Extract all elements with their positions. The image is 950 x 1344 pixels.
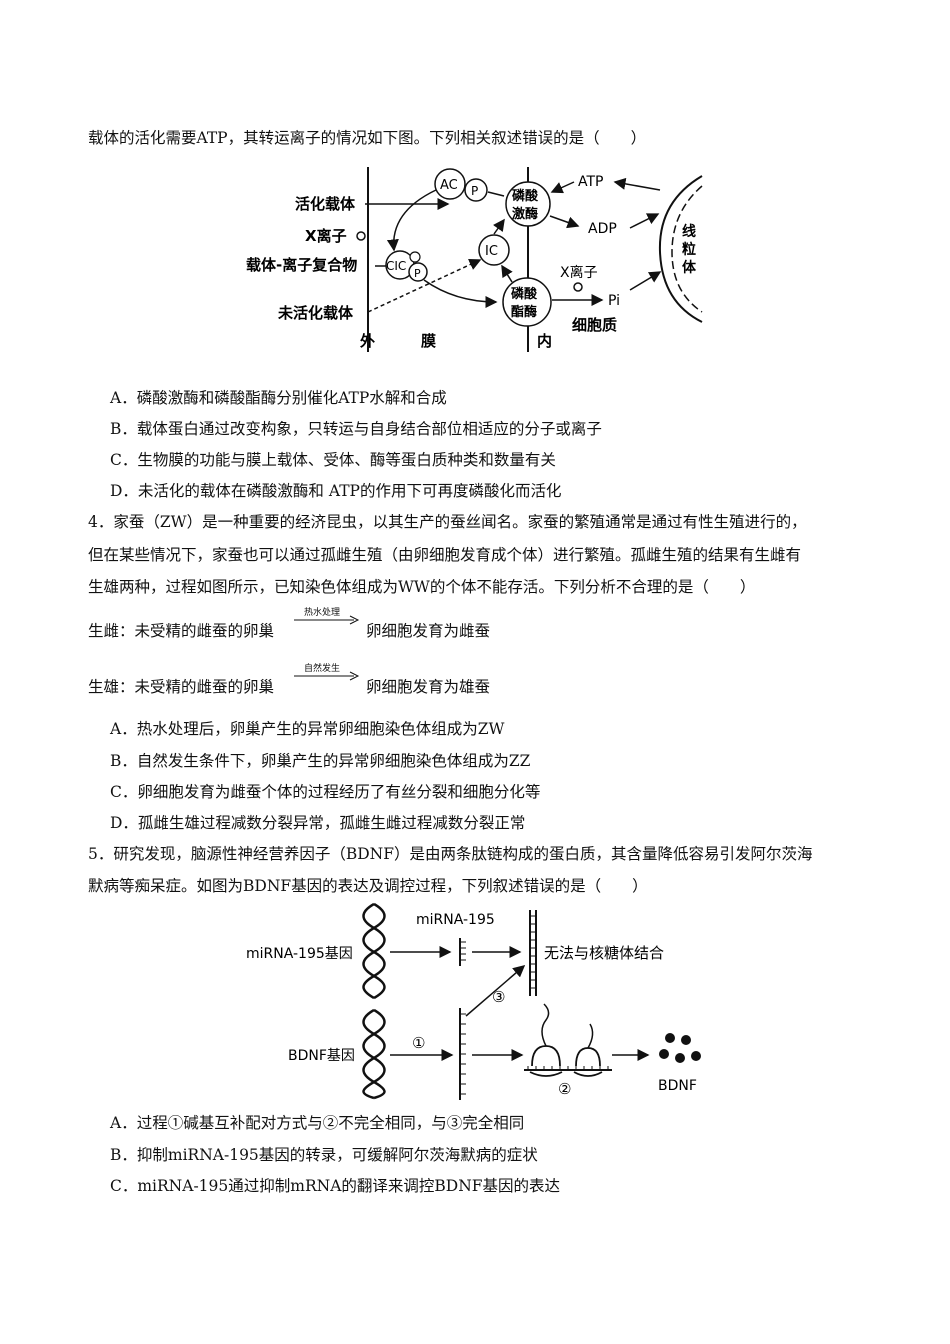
mitochondria-label-1: 线 <box>682 223 696 240</box>
phosphatase-label-2: 酯酶 <box>511 304 537 320</box>
carrier-transport-diagram: 活化载体 X离子 载体-离子复合物 未活化载体 AC P CIC P IC 磷酸… <box>246 167 703 352</box>
ac-label: AC <box>440 178 458 193</box>
mirna-gene-dna <box>362 902 386 1000</box>
atp-label: ATP <box>578 174 603 190</box>
pi-label: Pi <box>608 293 620 309</box>
q4-option-d: D．孤雌生雄过程减数分裂异常，孤雌生雌过程减数分裂正常 <box>110 814 526 832</box>
q3-option-c: C．生物膜的功能与膜上载体、受体、酶等蛋白质种类和数量有关 <box>110 451 556 469</box>
mirna-gene-label: miRNA-195基因 <box>246 945 353 962</box>
mirna-label: miRNA-195 <box>416 912 495 928</box>
mitochondria-label-3: 体 <box>682 259 697 276</box>
outside-label: 外 <box>359 332 375 350</box>
step-3-label: ③ <box>492 988 505 1006</box>
inactive-carrier-label: 未活化载体 <box>277 304 354 322</box>
membrane-label: 膜 <box>421 332 436 350</box>
p-label-cic: P <box>414 267 421 280</box>
inside-label: 内 <box>537 332 552 350</box>
q4-male-process-source: 生雄：未受精的雌蚕的卵巢 <box>88 678 275 696</box>
bdnf-expression-diagram: miRNA-195基因 miRNA-195 无法与核糖体结合 ③ BDNF基因 … <box>246 902 701 1100</box>
question-3-stem: 载体的活化需要ATP，其转运离子的情况如下图。下列相关叙述错误的是（ ） <box>88 129 647 147</box>
q5-option-a: A．过程①碱基互补配对方式与②不完全相同，与③完全相同 <box>110 1114 525 1132</box>
p-label-top: P <box>471 184 478 198</box>
cytoplasm-label: 细胞质 <box>572 316 617 334</box>
q4-male-process-result: 卵细胞发育为雄蚕 <box>366 678 491 696</box>
q5-stem-line-1: 5．研究发现，脑源性神经营养因子（BDNF）是由两条肽链构成的蛋白质，其含量降低… <box>88 845 813 863</box>
phosphatase-label-1: 磷酸 <box>511 286 538 302</box>
q3-option-b: B．载体蛋白通过改变构象，只转运与自身结合部位相适应的分子或离子 <box>110 420 602 438</box>
activated-carrier-label: 活化载体 <box>295 195 356 213</box>
q4-stem-line-1: 4．家蚕（ZW）是一种重要的经济昆虫，以其生产的蚕丝闻名。家蚕的繁殖通常是通过有… <box>88 513 807 531</box>
bdnf-gene-label: BDNF基因 <box>288 1047 355 1064</box>
x-ion-left-label: X离子 <box>305 227 347 245</box>
q4-female-process-result: 卵细胞发育为雌蚕 <box>366 622 491 640</box>
q3-option-a: A．磷酸激酶和磷酸酯酶分别催化ATP水解和合成 <box>110 389 447 407</box>
step-1-label: ① <box>412 1034 425 1052</box>
q4-female-process-source: 生雌：未受精的雌蚕的卵巢 <box>88 622 275 640</box>
ic-label: IC <box>485 244 498 259</box>
q3-option-d: D．未活化的载体在磷酸激酶和 ATP的作用下可再度磷酸化而活化 <box>110 482 562 500</box>
adp-label: ADP <box>588 221 617 237</box>
q4-arrow-2 <box>294 671 360 681</box>
bdnf-gene-dna <box>362 1008 386 1100</box>
bdnf-label: BDNF <box>658 1078 697 1094</box>
q4-stem-line-2: 但在某些情况下，家蚕也可以通过孤雌生殖（由卵细胞发育成个体）进行繁殖。孤雌生殖的… <box>88 546 802 564</box>
complex-label: 载体-离子复合物 <box>246 256 357 274</box>
q5-option-c: C．miRNA-195通过抑制mRNA的翻译来调控BDNF基因的表达 <box>110 1177 561 1195</box>
cannot-bind-label: 无法与核糖体结合 <box>544 944 664 962</box>
step-2-label: ② <box>558 1080 571 1098</box>
mitochondria-label-2: 粒 <box>682 241 696 258</box>
x-ion-right-label: X离子 <box>560 264 598 281</box>
q4-arrow-1 <box>294 615 360 625</box>
cic-label: CIC <box>386 259 406 273</box>
q4-natural-label: 自然发生 <box>304 664 341 674</box>
q5-stem-line-2: 默病等痴呆症。如图为BDNF基因的表达及调控过程，下列叙述错误的是（ ） <box>88 877 648 895</box>
q4-option-a: A．热水处理后，卵巢产生的异常卵细胞染色体组成为ZW <box>110 720 505 738</box>
q5-option-b: B．抑制miRNA-195基因的转录，可缓解阿尔茨海默病的症状 <box>110 1146 538 1164</box>
q4-option-b: B．自然发生条件下，卵巢产生的异常卵细胞染色体组成为ZZ <box>110 752 531 770</box>
q4-hot-water-label: 热水处理 <box>304 608 341 618</box>
kinase-label-1: 磷酸 <box>512 188 539 204</box>
kinase-label-2: 激酶 <box>512 206 538 222</box>
q4-option-c: C．卵细胞发育为雌蚕个体的过程经历了有丝分裂和细胞分化等 <box>110 783 541 801</box>
q4-stem-line-3: 生雄两种，过程如图所示，已知染色体组成为WW的个体不能存活。下列分析不合理的是（… <box>88 578 756 596</box>
